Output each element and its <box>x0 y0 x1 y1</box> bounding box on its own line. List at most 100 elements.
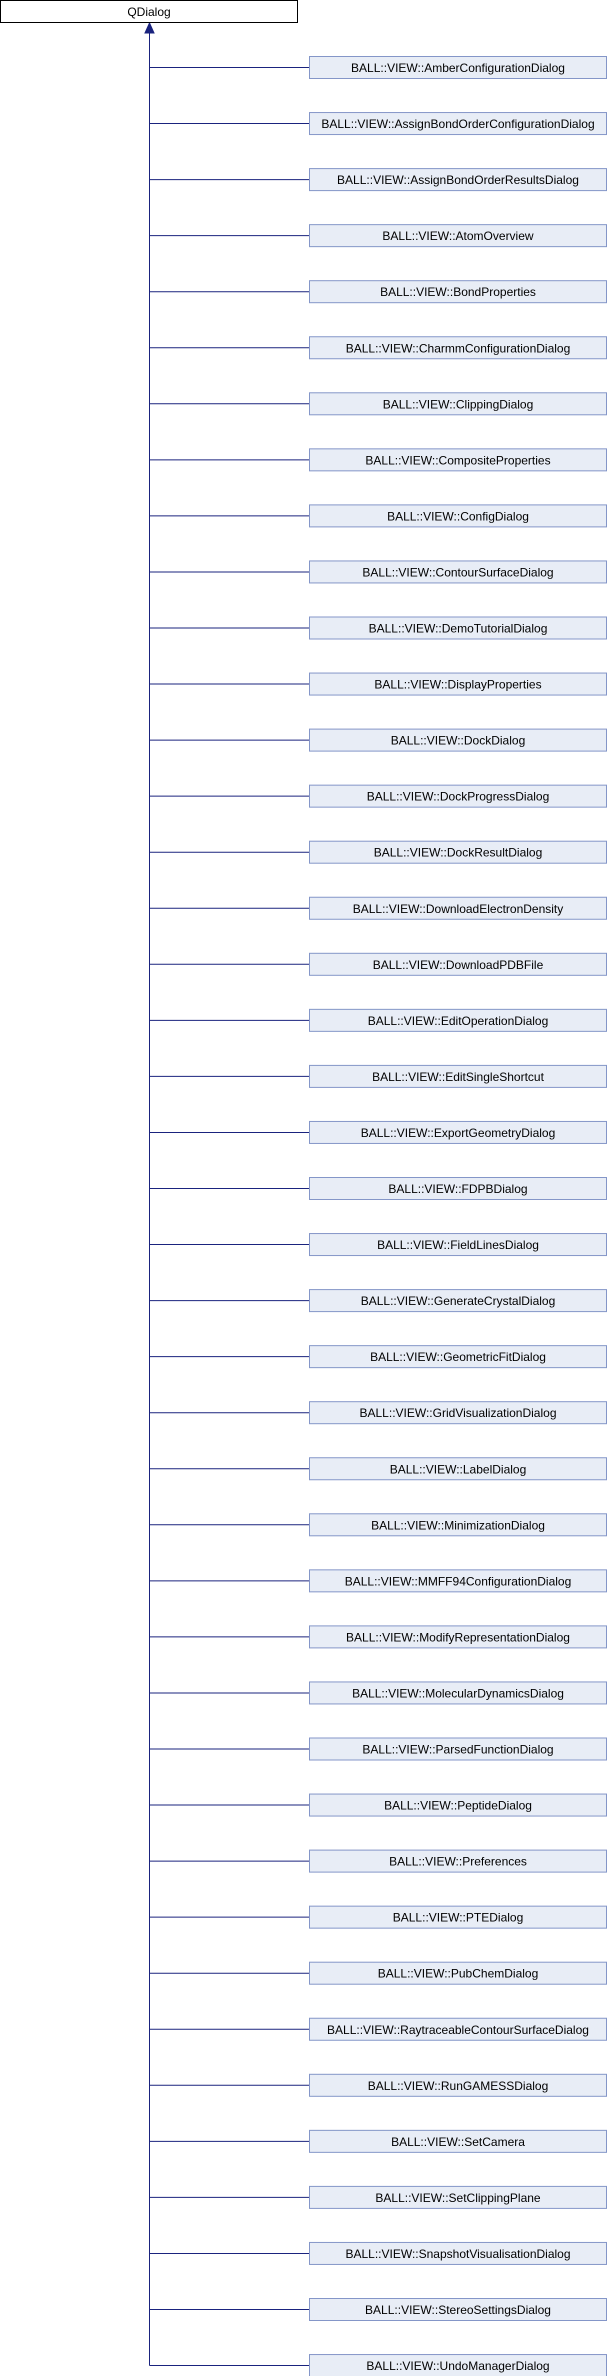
class-node[interactable]: BALL::VIEW::ExportGeometryDialog <box>309 1120 607 1144</box>
class-node-box <box>309 448 607 472</box>
class-node[interactable]: BALL::VIEW::FieldLinesDialog <box>309 1233 607 1257</box>
class-node-label: BALL::VIEW::GridVisualizationDialog <box>360 1406 557 1420</box>
class-node[interactable]: BALL::VIEW::AtomOverview <box>309 224 607 248</box>
class-node[interactable]: BALL::VIEW::PubChemDialog <box>309 1961 607 1985</box>
class-node-box <box>309 1625 607 1649</box>
class-node[interactable]: BALL::VIEW::BondProperties <box>309 280 607 304</box>
class-node-box <box>309 168 607 192</box>
class-node[interactable]: BALL::VIEW::ContourSurfaceDialog <box>309 560 607 584</box>
class-node-box <box>309 1008 607 1032</box>
class-node[interactable]: BALL::VIEW::AssignBondOrderConfiguration… <box>309 112 607 136</box>
class-node[interactable]: BALL::VIEW::DemoTutorialDialog <box>309 616 607 640</box>
class-node[interactable]: BALL::VIEW::MolecularDynamicsDialog <box>309 1681 607 1705</box>
class-node-label: BALL::VIEW::DisplayProperties <box>374 678 541 692</box>
class-node-box <box>309 1401 607 1425</box>
class-node-box <box>309 2354 607 2376</box>
class-node-box <box>309 1064 607 1088</box>
class-node-label: BALL::VIEW::DownloadElectronDensity <box>353 902 564 916</box>
class-node-label: BALL::VIEW::ClippingDialog <box>383 397 534 411</box>
class-node-box <box>309 2129 607 2153</box>
class-node-label: BALL::VIEW::RunGAMESSDialog <box>368 2079 549 2093</box>
class-node-box <box>309 1793 607 1817</box>
class-node[interactable]: BALL::VIEW::MMFF94ConfigurationDialog <box>309 1569 607 1593</box>
class-node-label: BALL::VIEW::SetClippingPlane <box>375 2191 541 2205</box>
class-node-box <box>309 336 607 360</box>
class-node[interactable]: BALL::VIEW::DisplayProperties <box>309 672 607 696</box>
class-node[interactable]: BALL::VIEW::ModifyRepresentationDialog <box>309 1625 607 1649</box>
class-node-box <box>309 392 607 416</box>
class-node-label: BALL::VIEW::SetCamera <box>391 2135 525 2149</box>
inheritance-arrowhead <box>144 21 155 34</box>
class-node-label: BALL::VIEW::ExportGeometryDialog <box>361 1126 556 1140</box>
class-node-box <box>309 56 607 79</box>
class-node-label: BALL::VIEW::GeometricFitDialog <box>370 1350 546 1364</box>
class-node[interactable]: BALL::VIEW::FDPBDialog <box>309 1177 607 1200</box>
class-node[interactable]: BALL::VIEW::AssignBondOrderResultsDialog <box>309 168 607 192</box>
class-node[interactable]: BALL::VIEW::Preferences <box>309 1849 607 1873</box>
class-node-label: BALL::VIEW::MinimizationDialog <box>371 1518 545 1532</box>
class-node-box <box>309 1849 607 1873</box>
class-node[interactable]: BALL::VIEW::DockProgressDialog <box>309 784 607 808</box>
class-node-label: BALL::VIEW::DemoTutorialDialog <box>369 622 548 636</box>
class-node-label: BALL::VIEW::EditSingleShortcut <box>372 1070 545 1084</box>
class-node[interactable]: BALL::VIEW::PTEDialog <box>309 1905 607 1929</box>
class-node-label: BALL::VIEW::AssignBondOrderConfiguration… <box>321 117 594 131</box>
class-node[interactable]: BALL::VIEW::RunGAMESSDialog <box>309 2073 607 2097</box>
class-node-box <box>309 1457 607 1481</box>
class-node-box <box>309 1177 607 1200</box>
class-node[interactable]: BALL::VIEW::RaytraceableContourSurfaceDi… <box>309 2017 607 2041</box>
class-node[interactable]: BALL::VIEW::DockDialog <box>309 728 607 752</box>
root-node[interactable]: QDialog <box>0 0 298 23</box>
class-node-box <box>309 112 607 136</box>
class-node[interactable]: BALL::VIEW::StereoSettingsDialog <box>309 2298 607 2321</box>
class-node-label: BALL::VIEW::GenerateCrystalDialog <box>361 1294 556 1308</box>
class-node-label: BALL::VIEW::StereoSettingsDialog <box>365 2303 551 2317</box>
class-node[interactable]: BALL::VIEW::ConfigDialog <box>309 504 607 528</box>
class-node-box <box>309 1681 607 1705</box>
class-node[interactable]: BALL::VIEW::SetCamera <box>309 2129 607 2153</box>
class-node-label: BALL::VIEW::DockResultDialog <box>374 846 543 860</box>
class-node-box <box>309 1737 607 1761</box>
class-node-label: BALL::VIEW::CharmmConfigurationDialog <box>346 341 571 355</box>
class-node-box <box>309 2185 607 2209</box>
class-node-box <box>309 896 607 920</box>
class-node-label: BALL::VIEW::ConfigDialog <box>387 509 529 523</box>
class-node[interactable]: BALL::VIEW::AmberConfigurationDialog <box>309 56 607 79</box>
class-node-box <box>309 1345 607 1369</box>
class-node[interactable]: BALL::VIEW::DownloadPDBFile <box>309 952 607 976</box>
class-node-box <box>309 280 607 304</box>
class-node-box <box>309 2298 607 2321</box>
class-node[interactable]: BALL::VIEW::DownloadElectronDensity <box>309 896 607 920</box>
class-node-box <box>309 672 607 696</box>
class-node[interactable]: BALL::VIEW::CompositeProperties <box>309 448 607 472</box>
class-node[interactable]: BALL::VIEW::DockResultDialog <box>309 840 607 864</box>
class-node[interactable]: BALL::VIEW::PeptideDialog <box>309 1793 607 1817</box>
class-node[interactable]: BALL::VIEW::MinimizationDialog <box>309 1513 607 1537</box>
class-node[interactable]: BALL::VIEW::GeometricFitDialog <box>309 1345 607 1369</box>
root-node-box <box>0 0 298 23</box>
class-node-label: BALL::VIEW::FieldLinesDialog <box>377 1238 539 1252</box>
class-node[interactable]: BALL::VIEW::UndoManagerDialog <box>309 2354 607 2376</box>
class-node[interactable]: BALL::VIEW::SnapshotVisualisationDialog <box>309 2241 607 2265</box>
class-node-box <box>309 1513 607 1537</box>
class-node[interactable]: BALL::VIEW::EditSingleShortcut <box>309 1064 607 1088</box>
class-node[interactable]: BALL::VIEW::CharmmConfigurationDialog <box>309 336 607 360</box>
class-node-box <box>309 2017 607 2041</box>
class-node[interactable]: BALL::VIEW::LabelDialog <box>309 1457 607 1481</box>
class-node[interactable]: BALL::VIEW::ParsedFunctionDialog <box>309 1737 607 1761</box>
class-node[interactable]: BALL::VIEW::ClippingDialog <box>309 392 607 416</box>
class-node[interactable]: BALL::VIEW::EditOperationDialog <box>309 1008 607 1032</box>
class-node-label: BALL::VIEW::DockDialog <box>391 734 526 748</box>
class-node-box <box>309 952 607 976</box>
class-node[interactable]: BALL::VIEW::GenerateCrystalDialog <box>309 1289 607 1313</box>
class-node-label: BALL::VIEW::PubChemDialog <box>378 1967 539 1981</box>
class-node-label: BALL::VIEW::LabelDialog <box>390 1462 527 1476</box>
class-node-label: BALL::VIEW::BondProperties <box>380 285 536 299</box>
class-node-label: BALL::VIEW::EditOperationDialog <box>368 1014 549 1028</box>
class-node-label: BALL::VIEW::ContourSurfaceDialog <box>362 565 553 579</box>
edges <box>144 21 310 2367</box>
class-node-box <box>309 2073 607 2097</box>
class-node[interactable]: BALL::VIEW::SetClippingPlane <box>309 2185 607 2209</box>
class-node[interactable]: BALL::VIEW::GridVisualizationDialog <box>309 1401 607 1425</box>
